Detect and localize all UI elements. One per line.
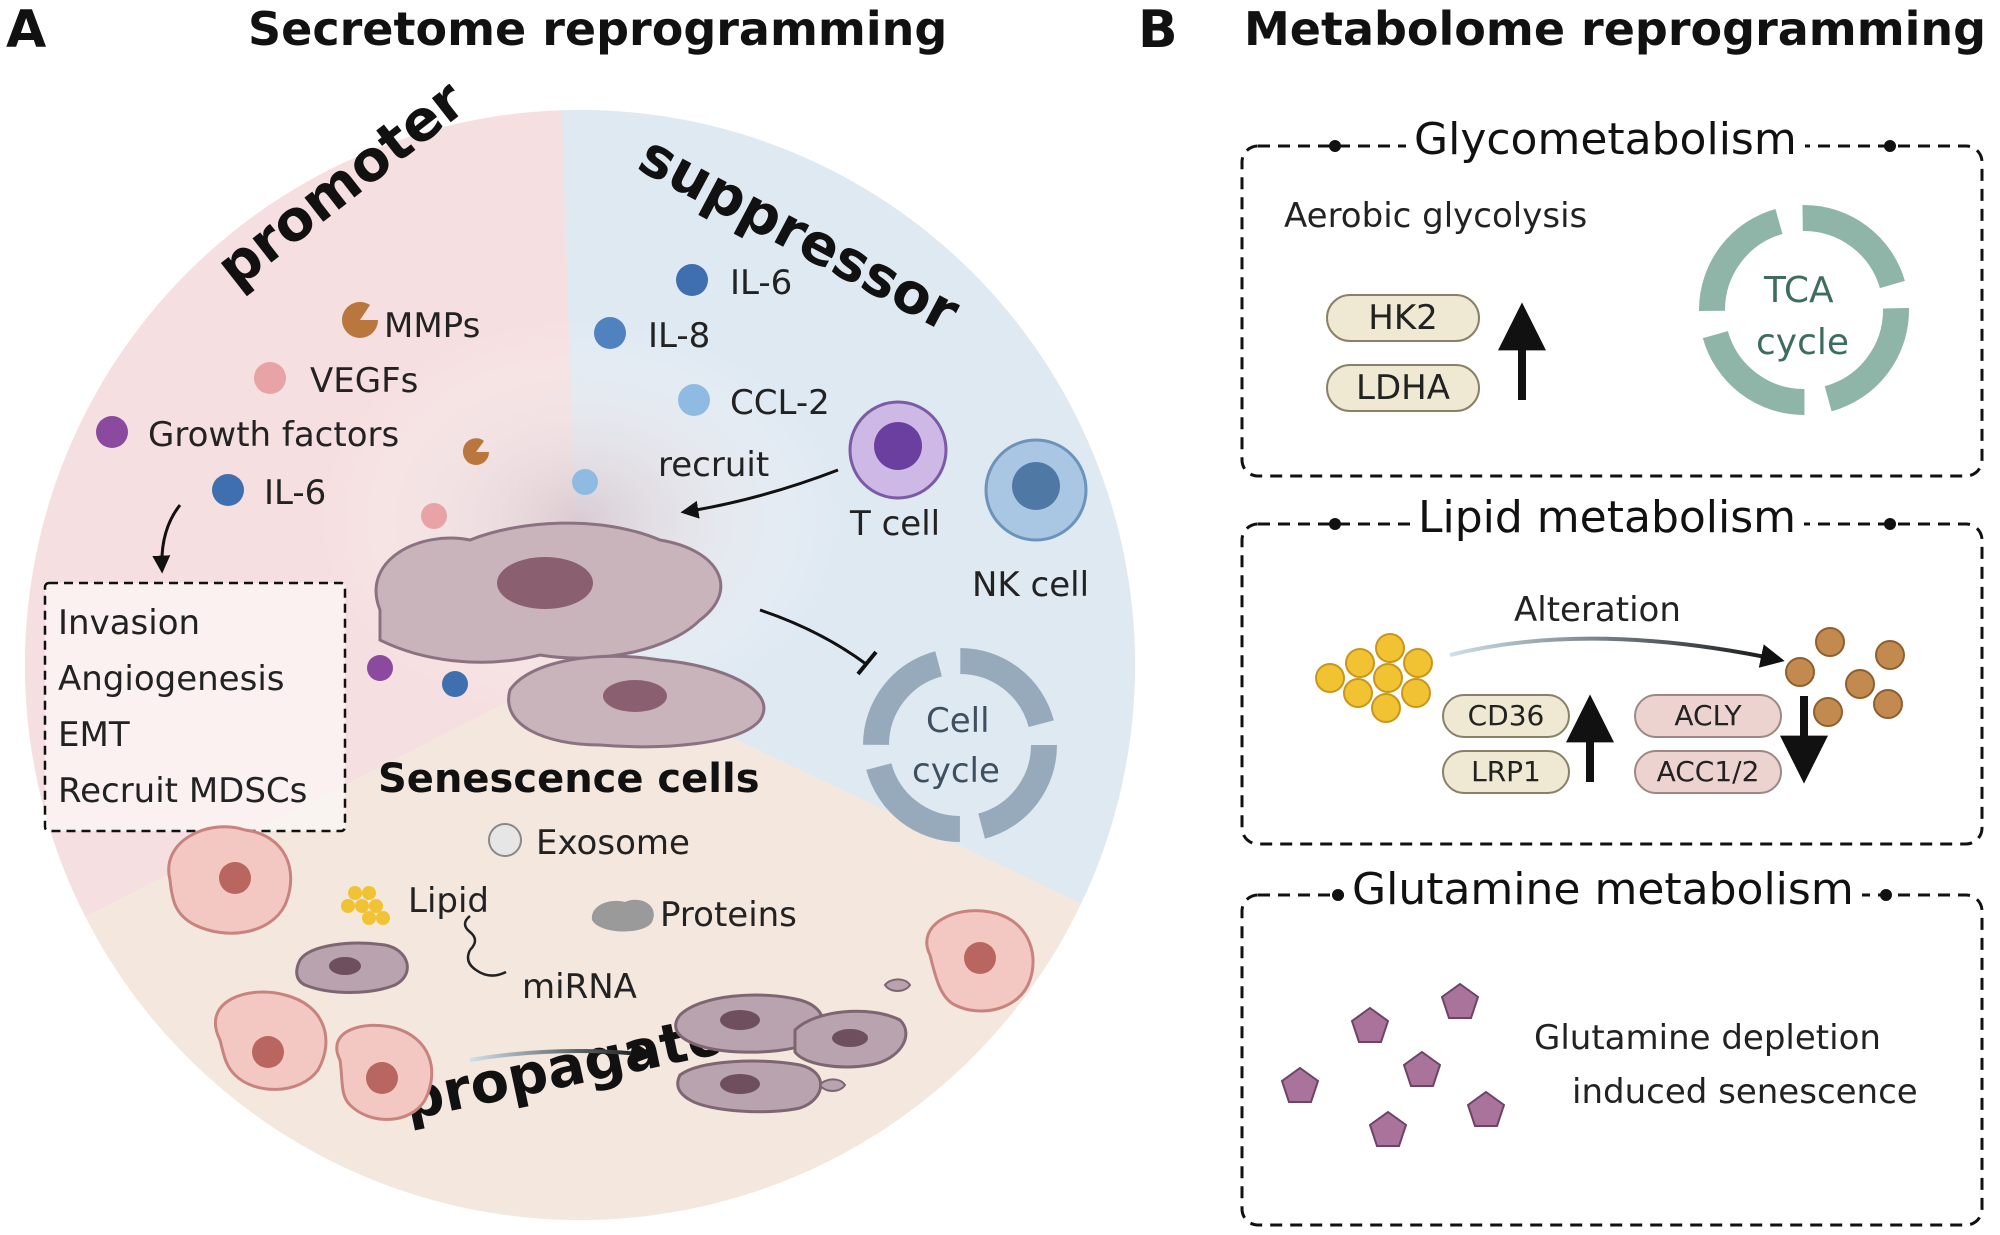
effect-emt: EMT — [58, 715, 130, 755]
growth-factor-dot-icon — [96, 416, 128, 448]
propagation-arrow — [469, 1040, 655, 1065]
acc12-pill: ACC1/2 — [1634, 750, 1782, 794]
cell-cycle-line1: Cell — [926, 701, 990, 741]
effect-invasion: Invasion — [58, 603, 200, 643]
glutamine-text-line1: Glutamine depletion — [1534, 1018, 1881, 1058]
ccl2-label: CCL-2 — [730, 383, 830, 423]
effect-recruit-mdscs: Recruit MDSCs — [58, 771, 307, 811]
il8-label: IL-8 — [648, 316, 710, 356]
glutamine-pentagons — [1280, 982, 1506, 1147]
mmp-pacman-small-icon — [462, 438, 489, 465]
ccl2-dot-icon — [678, 384, 710, 416]
purple-small-dot-icon — [367, 655, 393, 681]
recruit-arrow — [680, 468, 839, 519]
inhibition-line — [759, 608, 867, 666]
tca-cycle-ring — [1699, 205, 1909, 415]
tca-line2: cycle — [1756, 322, 1850, 363]
growth-factors-label: Growth factors — [148, 415, 399, 455]
mmp-label: MMPs — [384, 306, 480, 346]
glyco-title: Glycometabolism — [1406, 114, 1805, 165]
glutamine-title: Glutamine metabolism — [1344, 864, 1862, 915]
cell-cycle-line2: cycle — [912, 751, 1000, 791]
il8-dot-icon — [594, 317, 626, 349]
vegf-label: VEGFs — [310, 361, 418, 401]
metabolome-boxes — [1240, 140, 1984, 1227]
il6-promoter-label: IL-6 — [264, 473, 326, 513]
lipid-yellow-droplets — [1315, 633, 1433, 723]
vegf-dot-icon — [254, 362, 286, 394]
cd36-pill: CD36 — [1442, 694, 1570, 738]
exosome-label: Exosome — [536, 823, 690, 863]
hk2-pill: HK2 — [1326, 294, 1480, 342]
glutamine-text-line2: induced senescence — [1572, 1072, 1918, 1112]
panel-b-title: Metabolome reprogramming — [1244, 2, 1987, 56]
il6-promoter-dot-icon — [212, 474, 244, 506]
tca-line1: TCA — [1764, 270, 1834, 311]
lipid-box — [1240, 522, 1984, 846]
panel-a-letter: A — [6, 0, 47, 60]
proteins-label: Proteins — [660, 895, 797, 935]
glutamine-box — [1240, 893, 1984, 1227]
panel-a-title: Secretome reprogramming — [248, 2, 948, 56]
mirna-label: miRNA — [522, 967, 637, 1007]
lipid-cluster-icon — [341, 886, 390, 925]
il6-suppressor-dot-icon — [676, 264, 708, 296]
nk-cell-label: NK cell — [972, 565, 1089, 605]
lipid-brown-droplets — [1785, 627, 1905, 727]
mmp-pacman-icon — [341, 301, 378, 338]
panel-b-letter: B — [1138, 0, 1178, 60]
lightblue-small-dot-icon — [572, 469, 598, 495]
secretome-diagram: promoter suppressor propagator MMPs VEGF… — [25, 68, 1135, 1220]
lipid-alteration-arrow — [1449, 636, 1785, 668]
promoter-effects-box — [43, 581, 347, 833]
ldha-pill: LDHA — [1326, 364, 1480, 412]
effect-angiogenesis: Angiogenesis — [58, 659, 284, 699]
cell-cycle-ring: Cell cycle — [863, 648, 1057, 842]
aerobic-glycolysis-label: Aerobic glycolysis — [1284, 196, 1588, 236]
exosome-icon — [488, 823, 522, 857]
blue-small-dot-icon — [442, 671, 468, 697]
propagator-normal-cells — [167, 825, 1035, 1121]
mirna-icon — [463, 915, 507, 977]
glyco-box — [1240, 144, 1984, 478]
t-cell-label: T cell — [849, 504, 940, 544]
senescence-cells-label: Senescence cells — [378, 756, 760, 802]
lipid-label: Lipid — [408, 881, 489, 921]
acly-pill: ACLY — [1634, 694, 1782, 738]
il6-suppressor-label: IL-6 — [730, 263, 792, 303]
proteins-icon — [591, 899, 654, 932]
alteration-label: Alteration — [1514, 590, 1681, 630]
recruit-label: recruit — [658, 445, 769, 485]
lipid-title: Lipid metabolism — [1410, 492, 1805, 543]
propagator-senescent-cells — [295, 941, 912, 1114]
vegf-small-dot-icon — [421, 503, 447, 529]
lrp1-pill: LRP1 — [1442, 750, 1570, 794]
promoter-arrow — [152, 504, 182, 574]
